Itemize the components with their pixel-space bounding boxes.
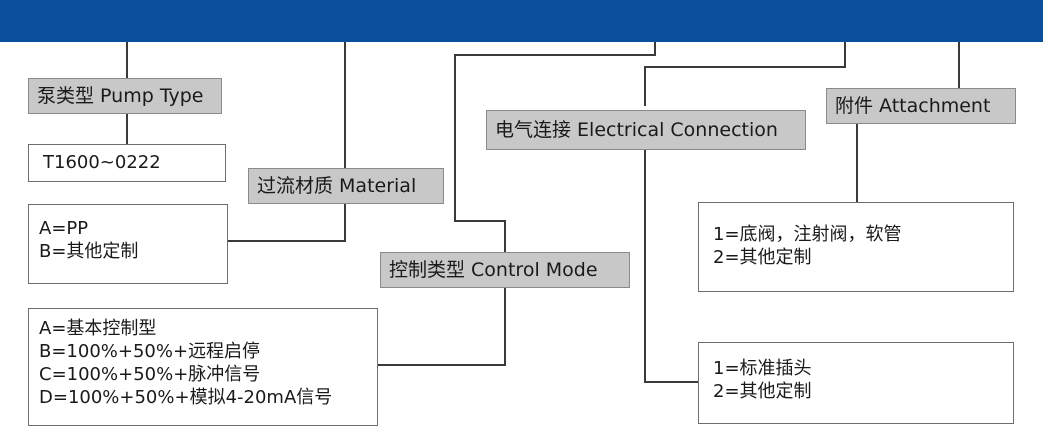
material-label: 过流材质 Material [248, 168, 444, 204]
option-item: B=其他定制 [39, 241, 139, 262]
option-item: T1600~0222 [43, 152, 161, 173]
electrical-connection-options: 1=标准插头 2=其他定制 [698, 342, 1014, 424]
option-item: A=基本控制型 [39, 318, 157, 339]
option-item: B=100%+50%+远程启停 [39, 341, 261, 362]
connector-material-down [344, 202, 346, 242]
connector-electrical-v2 [644, 148, 646, 383]
connector-control-v3 [504, 288, 506, 366]
connector-electrical-h2 [644, 381, 700, 383]
option-item: 1=底阀，注射阀，软管 [713, 224, 902, 245]
connector-electrical-top [844, 42, 846, 68]
connector-control-top [654, 42, 656, 56]
option-item: A=PP [39, 218, 89, 239]
connector-pump-type-top [126, 42, 128, 78]
connector-control-v2 [504, 220, 506, 252]
connector-attachment-down [856, 124, 858, 202]
option-item: 2=其他定制 [713, 247, 812, 268]
control-mode-options: A=基本控制型 B=100%+50%+远程启停 C=100%+50%+脉冲信号 … [28, 308, 378, 426]
attachment-label: 附件 Attachment [826, 88, 1016, 124]
attachment-options: 1=底阀，注射阀，软管 2=其他定制 [698, 202, 1014, 292]
pump-type-options: T1600~0222 [28, 144, 226, 182]
connector-control-h3 [378, 364, 506, 366]
header-bar [0, 0, 1043, 42]
connector-pump-type-bottom [126, 114, 128, 144]
control-mode-label: 控制类型 Control Mode [380, 252, 630, 288]
pump-type-label: 泵类型 Pump Type [28, 78, 222, 114]
connector-control-h2 [454, 220, 506, 222]
connector-control-h1 [454, 54, 656, 56]
connector-control-v1 [454, 54, 456, 222]
option-item: 1=标准插头 [713, 358, 812, 379]
connector-material-horizontal [228, 240, 346, 242]
material-options: A=PP B=其他定制 [28, 204, 228, 284]
connector-electrical-h1 [644, 66, 846, 68]
connector-material-top [344, 42, 346, 168]
option-item: D=100%+50%+模拟4-20mA信号 [39, 387, 333, 408]
electrical-connection-label: 电气连接 Electrical Connection [486, 110, 806, 150]
connector-attachment-top [958, 42, 960, 88]
option-item: C=100%+50%+脉冲信号 [39, 364, 261, 385]
connector-electrical-v1 [644, 66, 646, 106]
option-item: 2=其他定制 [713, 381, 812, 402]
